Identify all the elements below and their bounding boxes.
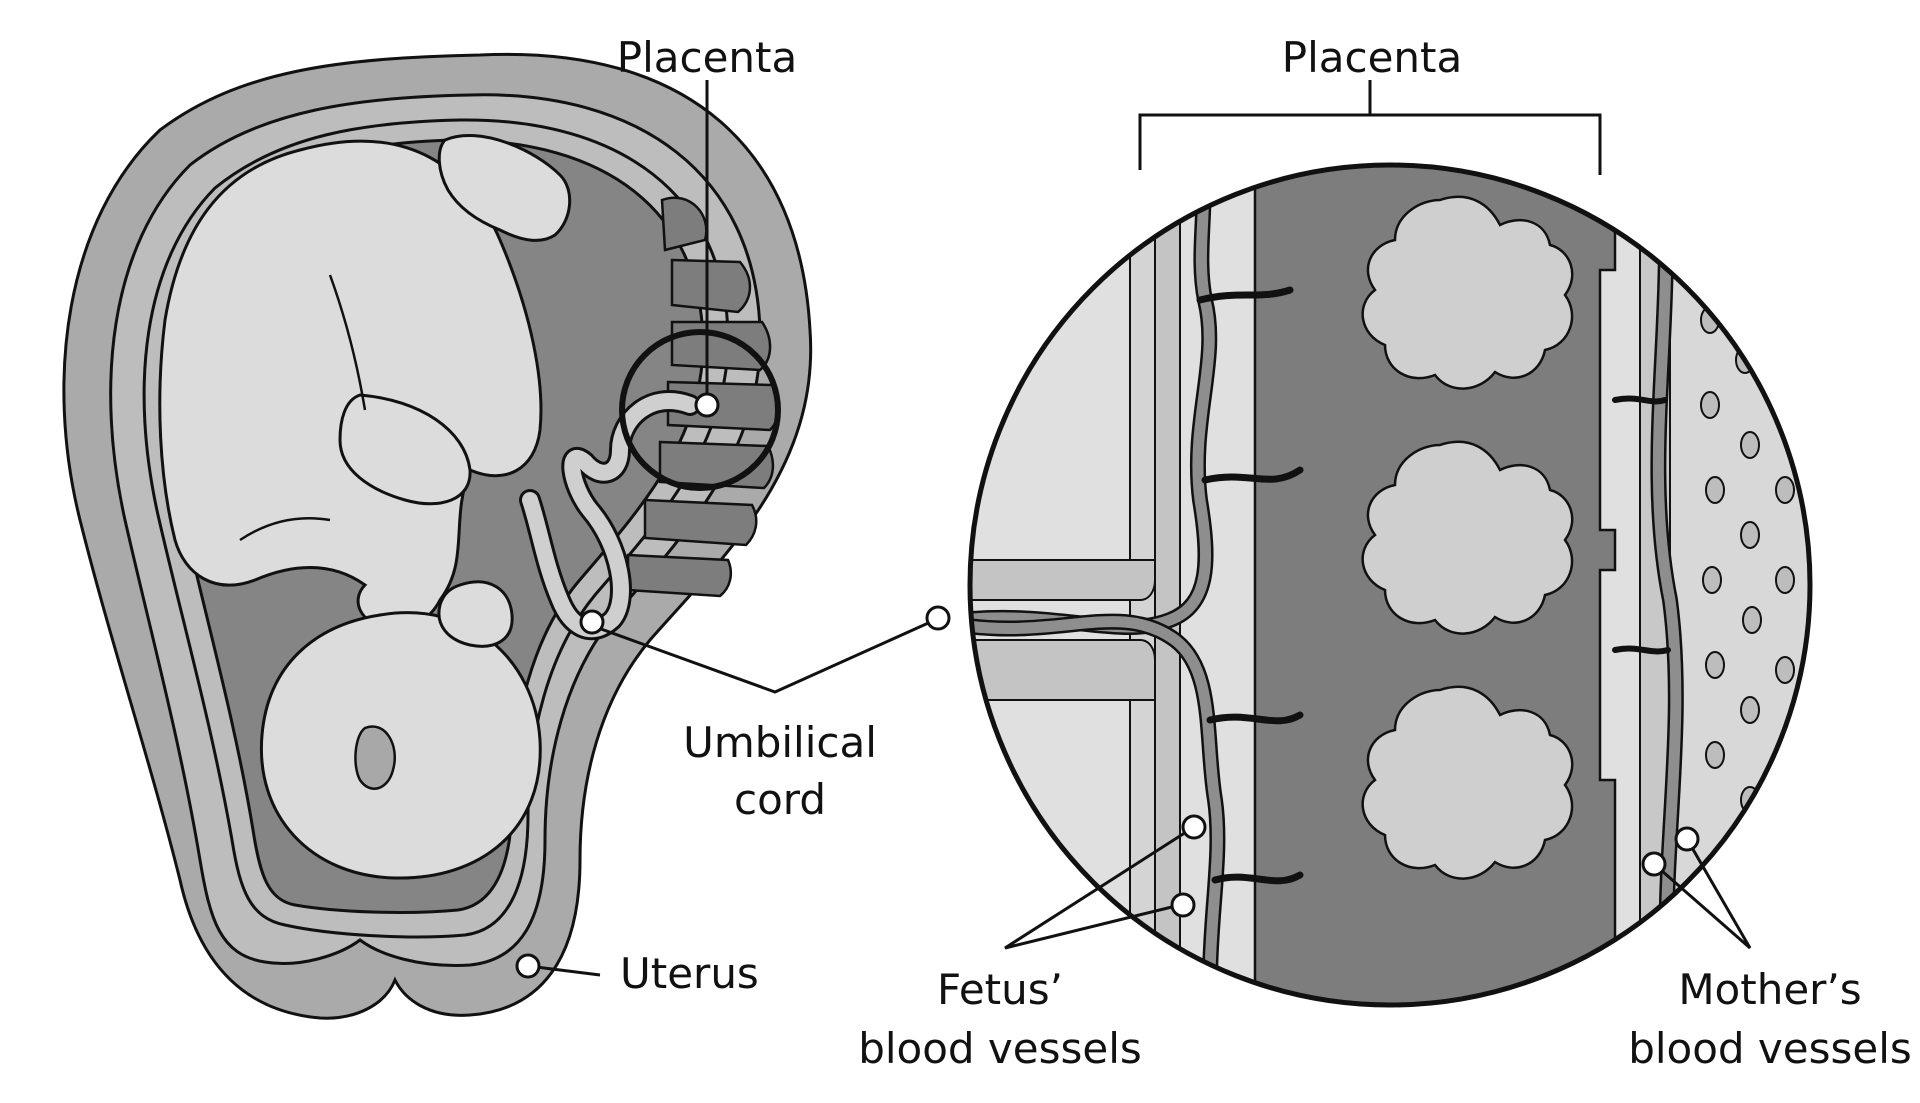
uterus-marker <box>515 953 541 979</box>
placenta-left-marker <box>694 392 720 418</box>
label-fetus-line2: blood vessels <box>858 1024 1142 1073</box>
uterus-illustration <box>62 52 813 1020</box>
fetal-vessels <box>970 165 1304 1005</box>
magnified-placenta <box>967 162 1813 1008</box>
fetus-ear <box>354 725 396 790</box>
fetus-vessel-marker-1 <box>1181 814 1207 840</box>
label-mother-line1: Mother’s <box>1678 965 1861 1014</box>
fetus-foot <box>437 134 572 242</box>
fetus-thigh <box>338 393 472 506</box>
label-umbilical-line1: Umbilical <box>683 718 877 767</box>
mother-vessel-marker-2 <box>1674 826 1700 852</box>
label-umbilical-line2: cord <box>734 775 826 824</box>
label-placenta-left: Placenta <box>617 33 798 82</box>
fetus-vessel-marker-2 <box>1170 892 1196 918</box>
fetus-head <box>259 611 542 880</box>
mother-vessel-marker-1 <box>1641 851 1667 877</box>
leaders <box>515 80 1752 979</box>
umbilical-cord-marker-right <box>925 605 951 631</box>
label-fetus-line1: Fetus’ <box>937 965 1063 1014</box>
umbilical-cord-marker-left <box>579 609 605 635</box>
maternal-blood-cells <box>1700 306 1795 814</box>
zoom-outline <box>967 162 1813 1008</box>
label-placenta-right: Placenta <box>1282 33 1463 82</box>
labels: Placenta Placenta Umbilical cord Uterus … <box>617 33 1912 1073</box>
fetus-hand <box>437 580 514 648</box>
label-uterus: Uterus <box>620 949 759 998</box>
label-mother-line2: blood vessels <box>1628 1024 1912 1073</box>
villi-clusters <box>1361 195 1574 880</box>
magnify-circle <box>619 329 781 491</box>
